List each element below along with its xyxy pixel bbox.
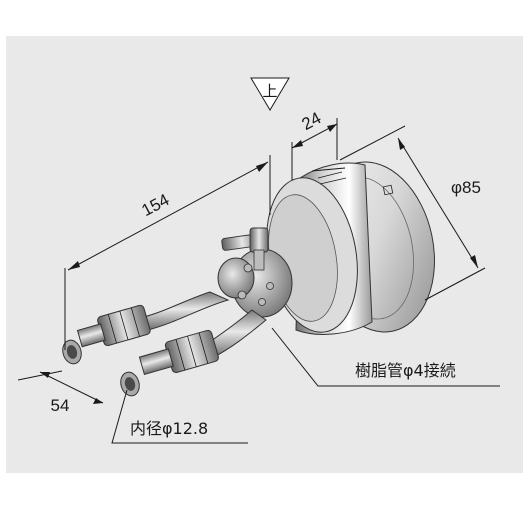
up-marker-label: 上 — [262, 82, 277, 100]
housing — [266, 161, 435, 335]
callout-resin-pipe: 樹脂管φ4接続 — [271, 327, 500, 387]
dimension-54-label: 54 — [51, 396, 70, 415]
up-marker: 上 — [250, 77, 290, 111]
up-triangle-icon — [250, 77, 290, 111]
dimension-phi85-label: φ85 — [451, 178, 481, 197]
callout-resin-pipe-label: 樹脂管φ4接続 — [355, 361, 456, 380]
callout-inner-diameter-label: 内径φ12.8 — [130, 419, 208, 438]
dimension-24-label: 24 — [299, 108, 325, 134]
callout-inner-diameter: 内径φ12.8 — [111, 389, 248, 444]
upper-hose — [62, 291, 230, 365]
lower-hose — [120, 309, 267, 397]
dimension-54: 54 — [17, 370, 104, 415]
dimension-phi85: φ85 — [339, 125, 486, 301]
cap-marking-icon — [382, 184, 394, 196]
valve-assembly — [217, 227, 293, 318]
dimension-154-label: 154 — [138, 190, 172, 220]
